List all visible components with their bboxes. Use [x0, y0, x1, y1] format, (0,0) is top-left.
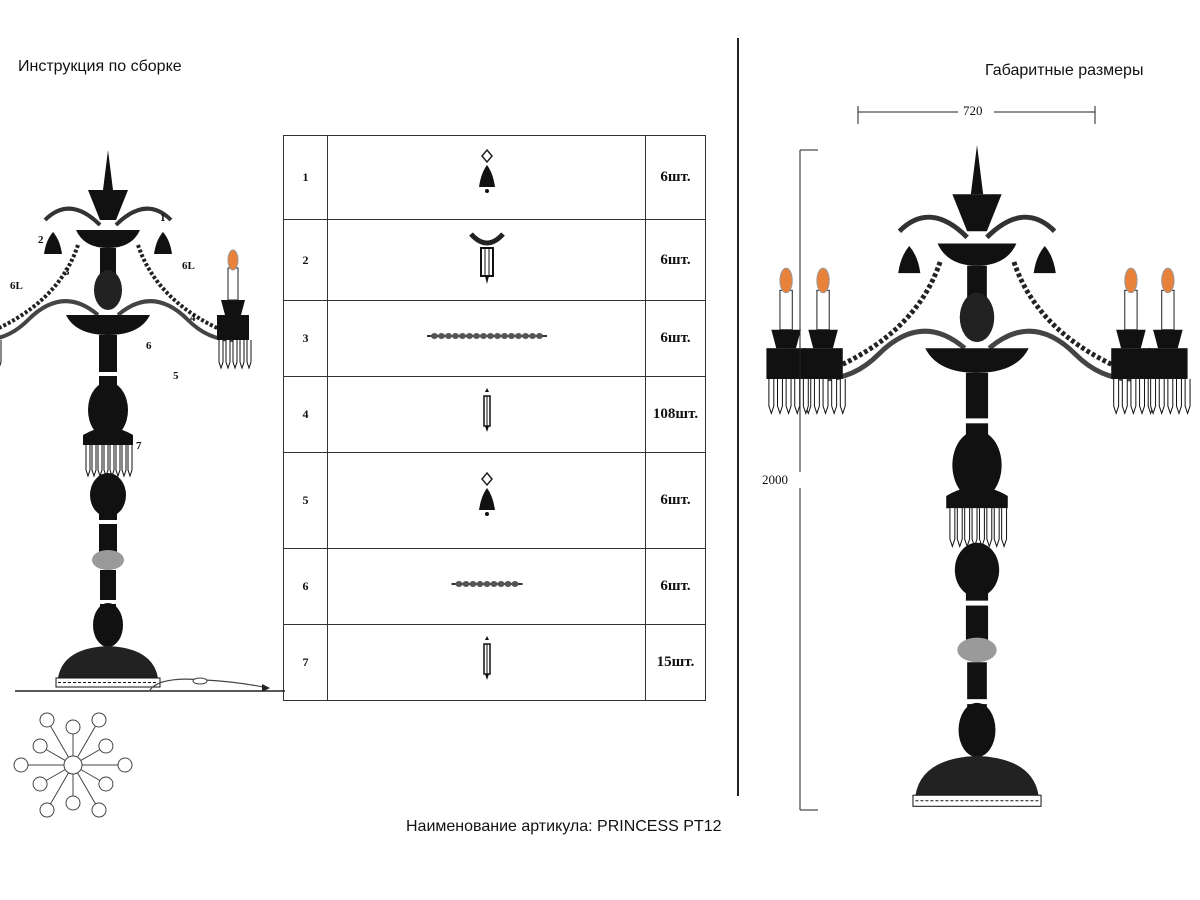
bell-pendant-icon [478, 148, 495, 193]
part-callout: 6L [182, 260, 195, 272]
part-number: 6 [283, 548, 328, 625]
part-quantity: 108шт. [645, 376, 706, 453]
part-number: 2 [283, 219, 328, 301]
part-number: 7 [283, 624, 328, 701]
crystal-drop-pendant-icon [468, 231, 505, 284]
arm-layout-icon [13, 712, 133, 818]
height-dimension [762, 149, 818, 811]
dimensions-title: Габаритные размеры [985, 62, 1144, 79]
bell-pendant-icon [478, 471, 495, 516]
table-row: 3 6шт. [283, 300, 706, 377]
width-value: 720 [963, 103, 983, 118]
assembly-lamp-drawing [0, 150, 252, 688]
table-row: 2 6шт. [283, 219, 706, 301]
part-number: 3 [283, 300, 328, 377]
part-image-cell [327, 219, 646, 301]
dimension-lamp-drawing [766, 145, 1191, 807]
part-number: 5 [283, 452, 328, 549]
part-image-cell [327, 376, 646, 453]
article-name: Наименование артикула: PRINCESS PT12 [406, 818, 722, 835]
part-quantity: 6шт. [645, 548, 706, 625]
part-quantity: 15шт. [645, 624, 706, 701]
part-image-cell [327, 548, 646, 625]
height-value: 2000 [762, 472, 788, 487]
table-row: 4 108шт. [283, 376, 706, 453]
part-callout: 4 [190, 312, 196, 324]
short-bead-chain-icon [451, 581, 522, 587]
part-callout: 2 [38, 234, 44, 246]
part-callout: 3 [64, 266, 70, 278]
assembly-instruction-title: Инструкция по сборке [18, 58, 182, 75]
part-callout: 1 [160, 212, 166, 224]
part-callout: 5 [173, 370, 179, 382]
part-quantity: 6шт. [645, 135, 706, 220]
table-row: 1 6шт. [283, 135, 706, 220]
part-number: 4 [283, 376, 328, 453]
part-image-cell [327, 135, 646, 220]
part-quantity: 6шт. [645, 452, 706, 549]
part-image-cell [327, 452, 646, 549]
parts-table: 1 6шт.2 6шт.3 6шт.4 108шт.5 6шт.6 6шт.7 … [283, 135, 706, 701]
part-image-cell [327, 624, 646, 701]
table-row: 5 6шт. [283, 452, 706, 549]
part-callout: 7 [136, 440, 142, 452]
divider [737, 38, 739, 796]
part-number: 1 [283, 135, 328, 220]
width-dimension [857, 104, 1096, 124]
part-callout: 6L [10, 280, 23, 292]
part-image-cell [327, 300, 646, 377]
part-quantity: 6шт. [645, 219, 706, 301]
table-row: 6 6шт. [283, 548, 706, 625]
long-bead-chain-icon [426, 333, 547, 339]
table-row: 7 15шт. [283, 624, 706, 701]
floor-and-cord [15, 677, 285, 692]
prism-crystal-icon [482, 388, 491, 432]
part-quantity: 6шт. [645, 300, 706, 377]
prism-crystal-icon [482, 636, 491, 680]
part-callout: 6 [146, 340, 152, 352]
